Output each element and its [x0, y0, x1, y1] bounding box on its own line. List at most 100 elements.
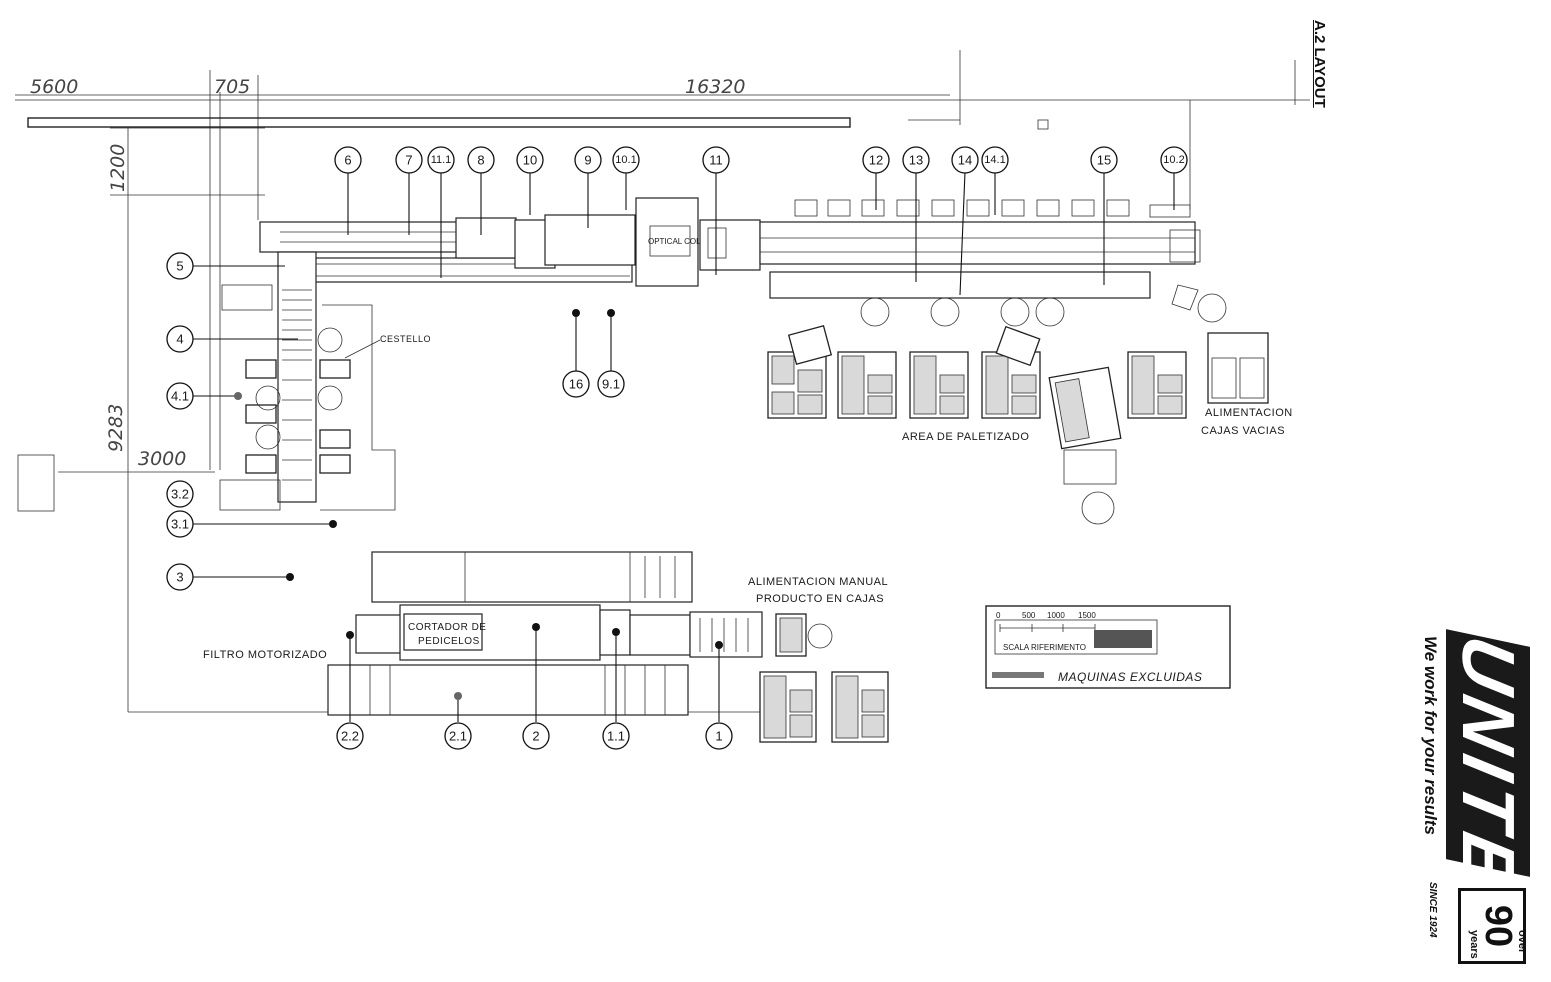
callout-number: 2.1 [449, 729, 467, 744]
legend-scale-tick-0: 0 [996, 611, 1001, 620]
callout-number: 14 [958, 153, 972, 168]
alimentacion-manual-label-2: PRODUCTO EN CAJAS [756, 593, 884, 605]
dimension-3000: 3000 [138, 448, 186, 470]
callout-circle [705, 722, 733, 750]
callout-number: 10.1 [615, 154, 636, 166]
callout-1: 1 [705, 722, 733, 750]
callout-circle [1090, 146, 1118, 174]
dimension-1200: 1200 [107, 144, 129, 192]
callout-number: 9.1 [602, 377, 620, 392]
callout-number: 4.1 [171, 389, 189, 404]
legend-scale-tick-500: 500 [1022, 611, 1036, 620]
alimentacion-manual-label-1: ALIMENTACION MANUAL [748, 576, 888, 588]
callout-2-2: 2.2 [336, 722, 364, 750]
alimentacion-cajas-label-1: ALIMENTACION [1205, 407, 1293, 419]
callout-16: 16 [562, 370, 590, 398]
callout-number: 16 [569, 377, 583, 392]
callout-circle [166, 325, 194, 353]
legend-scale-tick-1000: 1000 [1047, 611, 1065, 620]
layout-title-text: A.2 LAYOUT [1311, 20, 1328, 108]
lower-line: CORTADOR DE PEDICELOS FILTRO MOTORIZADO … [203, 551, 889, 743]
callout-number: 6 [344, 153, 351, 168]
legend-excluded-label: MAQUINAS EXCLUIDAS [1058, 670, 1202, 684]
filtro-motorizado-label: FILTRO MOTORIZADO [203, 649, 327, 661]
vertical-conveyor: CESTELLO [219, 251, 431, 511]
callout-10: 10 [516, 146, 544, 174]
alimentacion-cajas-label-2: CAJAS VACIAS [1201, 425, 1285, 437]
leader-lines [193, 171, 1175, 722]
callout-number: 8 [477, 153, 484, 168]
brand-badge-top: over [1516, 930, 1528, 954]
callout-number: 2.2 [341, 729, 359, 744]
callout-3-2: 3.2 [166, 480, 194, 508]
callout-number: 10 [523, 153, 537, 168]
callout-number: 3.2 [171, 487, 189, 502]
dimension-9283: 9283 [105, 404, 127, 452]
callout-1-1: 1.1 [602, 722, 630, 750]
legend: 0 500 1000 1500 SCALA RIFERIMENTO MAQUIN… [985, 605, 1231, 689]
callout-circle [562, 370, 590, 398]
callout-number: 3 [176, 570, 183, 585]
callout-circle [981, 146, 1009, 174]
callout-2: 2 [522, 722, 550, 750]
callout-circle [444, 722, 472, 750]
callout-2-1: 2.1 [444, 722, 472, 750]
dimension-705: 705 [214, 76, 250, 98]
callout-number: 13 [909, 153, 923, 168]
callout-8: 8 [467, 146, 495, 174]
callout-circle [166, 510, 194, 538]
callout-circle [166, 382, 194, 410]
callout-11: 11 [702, 146, 730, 174]
legend-scale-tick-1500: 1500 [1078, 611, 1096, 620]
main-conveyor-line: OPTICAL COLOR [259, 197, 1201, 299]
callout-circle [467, 146, 495, 174]
area-paletizado-label: AREA DE PALETIZADO [902, 431, 1029, 443]
callout-14: 14 [951, 146, 979, 174]
legend-scale-label: SCALA RIFERIMENTO [1003, 643, 1086, 652]
callout-14-1: 14.1 [981, 146, 1009, 174]
callout-11-1: 11.1 [427, 146, 455, 174]
callout-15: 15 [1090, 146, 1118, 174]
brand-since: SINCE 1924 [1427, 882, 1438, 938]
brand-block: UNITEC We work for your results 90 over … [1400, 600, 1540, 970]
callout-circle [166, 480, 194, 508]
brand-rotated: UNITEC We work for your results 90 over … [1400, 600, 1540, 970]
cortador-label-2: PEDICELOS [418, 636, 480, 647]
brand-tagline: We work for your results [1421, 636, 1440, 836]
callout-number: 7 [405, 153, 412, 168]
callout-number: 1 [715, 729, 722, 744]
callout-circle [334, 146, 362, 174]
dimension-5600: 5600 [30, 76, 78, 98]
dimension-lines: 5600 705 16320 1200 9283 3000 [15, 50, 1310, 713]
callout-circle [902, 146, 930, 174]
callout-number: 2 [532, 729, 539, 744]
callout-9: 9 [574, 146, 602, 174]
palletizing-area: AREA DE PALETIZADO ALIMENTACION CAJAS VA… [767, 325, 1293, 525]
callout-number: 15 [1097, 153, 1111, 168]
optical-color-label: OPTICAL COLOR [648, 237, 713, 246]
callout-number: 1.1 [607, 729, 625, 744]
callout-5: 5 [166, 252, 194, 280]
palletizing-stations [794, 199, 1227, 327]
callout-circle [574, 146, 602, 174]
callout-7: 7 [395, 146, 423, 174]
callout-number: 11.1 [431, 154, 452, 166]
callout-13: 13 [902, 146, 930, 174]
callout-number: 11 [709, 153, 723, 168]
layout-title: A.2 LAYOUT [1300, 20, 1340, 130]
callout-10-2: 10.2 [1160, 146, 1188, 174]
callout-circle [597, 370, 625, 398]
callout-circle [522, 722, 550, 750]
callout-12: 12 [862, 146, 890, 174]
callout-10-1: 10.1 [612, 146, 640, 174]
callout-circle [602, 722, 630, 750]
callout-9-1: 9.1 [597, 370, 625, 398]
callout-circle [427, 146, 455, 174]
callout-circle [951, 146, 979, 174]
callout-circle [702, 146, 730, 174]
callout-circle [395, 146, 423, 174]
callout-number: 12 [869, 153, 883, 168]
